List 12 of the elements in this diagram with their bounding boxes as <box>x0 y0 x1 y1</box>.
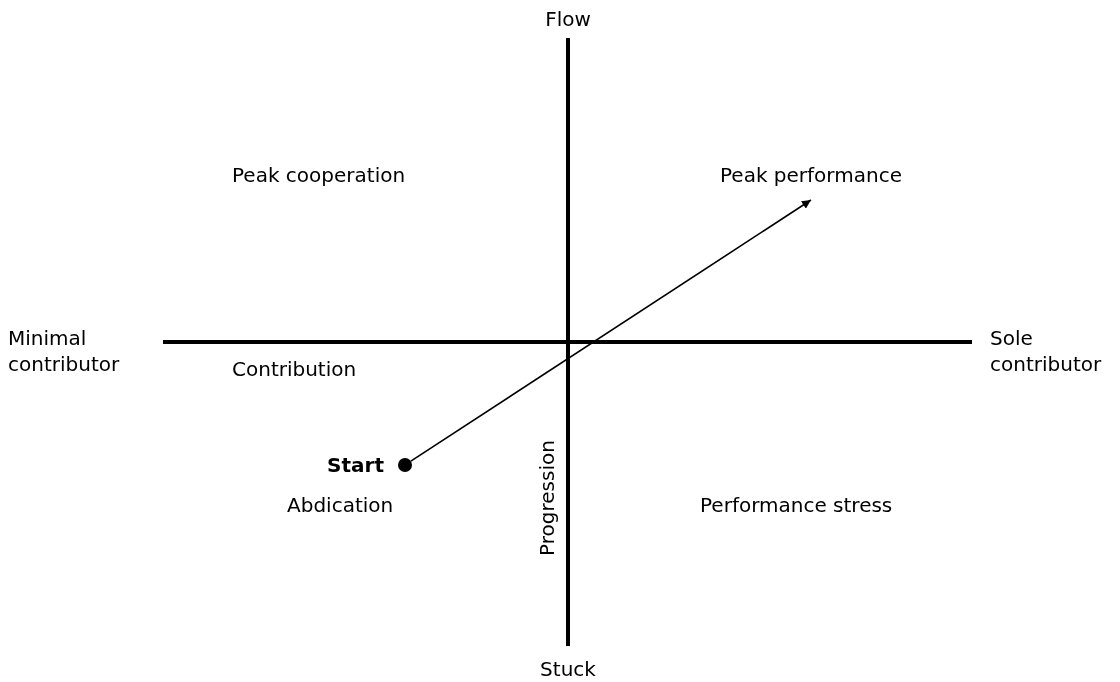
axis-label: Progression <box>534 440 560 556</box>
arrow <box>410 199 812 462</box>
axis-label: Stuck <box>540 656 596 682</box>
quadrant-label: Peak cooperation <box>232 162 406 188</box>
quadrant-label: Performance stress <box>700 492 893 518</box>
axis-label: Contribution <box>232 356 357 382</box>
quadrant-label: Peak performance <box>720 162 902 188</box>
quadrant-label: Abdication <box>287 492 394 518</box>
axis-label: Minimal contributor <box>8 325 121 377</box>
axis-label: Flow <box>545 6 591 32</box>
axis-label: Sole contributor <box>990 325 1103 377</box>
start-label: Start <box>327 452 384 478</box>
